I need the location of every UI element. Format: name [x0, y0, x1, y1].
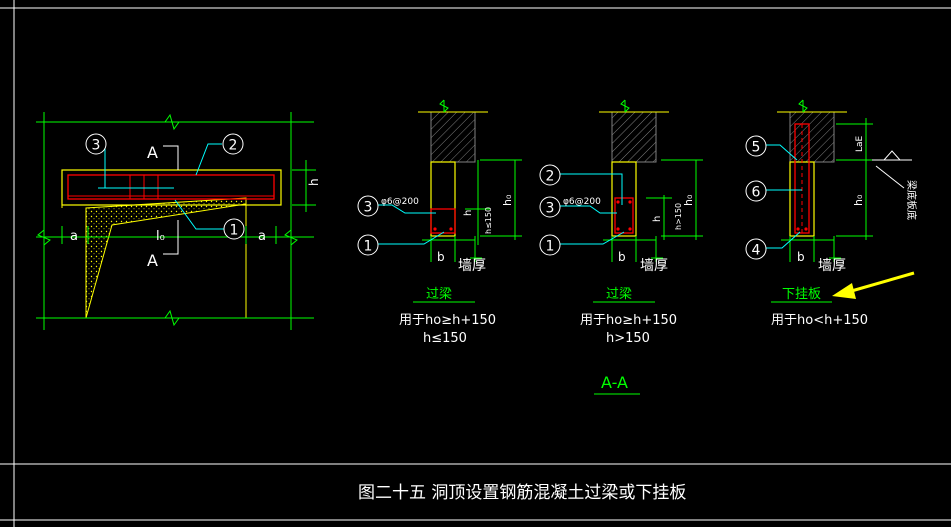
dim-h0: h₀: [852, 194, 865, 206]
slab-label: 梁底板底: [905, 180, 918, 220]
detail-2-callout-1: 1: [539, 234, 561, 256]
pointer-arrow: [832, 271, 915, 299]
condition-line-1: 用于ho≥h+150: [399, 313, 496, 328]
detail-1: 3 1 φ6@200 h h≤150 h₀ b 墙厚 过梁 用于ho≥h+150…: [357, 99, 522, 346]
stirrup-label: φ6@200: [563, 197, 601, 207]
svg-text:1: 1: [546, 239, 555, 255]
wall-hatch: [430, 111, 476, 163]
level-symbol: [872, 150, 912, 189]
dim-h: h: [463, 210, 474, 216]
section-mark-top: A: [147, 143, 158, 162]
stirrup-label: φ6@200: [381, 197, 419, 207]
wall-hatch: [789, 111, 835, 163]
wall-hatch: [611, 111, 657, 163]
svg-text:2: 2: [229, 138, 238, 154]
detail-2-callout-3: 3: [539, 196, 561, 218]
dim-b: b: [437, 250, 445, 264]
dim-h0: h₀: [682, 194, 695, 206]
svg-text:2: 2: [546, 169, 555, 185]
svg-text:3: 3: [546, 201, 555, 217]
wall-label: 墙厚: [818, 258, 846, 274]
dim-a-right: a: [258, 229, 266, 244]
beam-rebar: [614, 197, 634, 234]
section-label: A-A: [601, 373, 628, 392]
condition-line-2: h≤150: [423, 331, 467, 346]
beam-outline: [430, 161, 456, 237]
detail-3-callout-6: 6: [745, 180, 767, 202]
dim-h: h: [652, 216, 663, 222]
figure-caption: 图二十五 洞顶设置钢筋混凝土过梁或下挂板: [358, 483, 686, 503]
svg-text:3: 3: [92, 138, 101, 154]
detail-3-callout-5: 5: [745, 135, 767, 157]
dim-h-limit: h>150: [674, 203, 683, 230]
svg-text:6: 6: [752, 185, 761, 201]
detail-1-callout-3: 3: [357, 195, 379, 217]
wall-label: 墙厚: [458, 258, 486, 274]
detail-3: 5 6 4 LaE h₀ 梁底板底 b 墙厚 下挂板 用于ho<h+150: [745, 99, 918, 328]
condition-line-2: h>150: [606, 331, 650, 346]
svg-text:1: 1: [364, 239, 373, 255]
detail-3-dimensions: [781, 99, 873, 262]
detail-title: 下挂板: [782, 287, 821, 302]
detail-title: 过梁: [426, 287, 452, 302]
svg-text:3: 3: [364, 200, 373, 216]
dim-lae: LaE: [855, 135, 865, 152]
svg-text:4: 4: [752, 243, 761, 259]
elevation-callout-2: 2: [222, 133, 244, 155]
elevation-leaders: [104, 143, 224, 230]
detail-1-callout-1: 1: [357, 234, 379, 256]
dim-h-limit: h≤150: [484, 207, 493, 234]
dim-b: b: [797, 250, 805, 264]
dim-a-left: a: [70, 229, 78, 244]
beam-outline: [611, 161, 637, 237]
detail-1-leaders: [378, 204, 445, 245]
support-wedge: [85, 197, 247, 319]
dim-b: b: [618, 250, 626, 264]
elevation-callout-3: 3: [85, 133, 107, 155]
lintel-rebar: [67, 174, 275, 200]
detail-2: 2 3 1 φ6@200 h h>150 h₀ b 墙厚 过梁 用于ho≥h+1…: [539, 99, 703, 346]
dim-l0: l₀: [156, 229, 165, 244]
detail-2-callout-2: 2: [539, 164, 561, 186]
wall-label: 墙厚: [640, 258, 668, 274]
section-mark-bottom: A: [147, 251, 158, 270]
detail-2-leaders: [560, 173, 625, 245]
detail-3-callout-4: 4: [745, 238, 767, 260]
condition-line-1: 用于ho<h+150: [771, 313, 868, 328]
dim-h0: h₀: [501, 194, 514, 206]
detail-3-leaders: [766, 144, 802, 249]
elevation-callout-1: 1: [223, 218, 245, 240]
elevation-view: A A 3 2 1 a l₀ a h: [36, 112, 321, 330]
elevation-dimensions: [36, 112, 316, 330]
dim-h: h: [307, 178, 321, 186]
stirrups: [129, 175, 159, 199]
detail-title: 过梁: [606, 287, 632, 302]
detail-2-dimensions: [603, 99, 703, 262]
lintel-outline: [61, 169, 282, 206]
condition-line-1: 用于ho≥h+150: [580, 313, 677, 328]
svg-text:1: 1: [230, 223, 239, 239]
section-cut-marks: [163, 145, 179, 255]
svg-text:5: 5: [752, 140, 761, 156]
